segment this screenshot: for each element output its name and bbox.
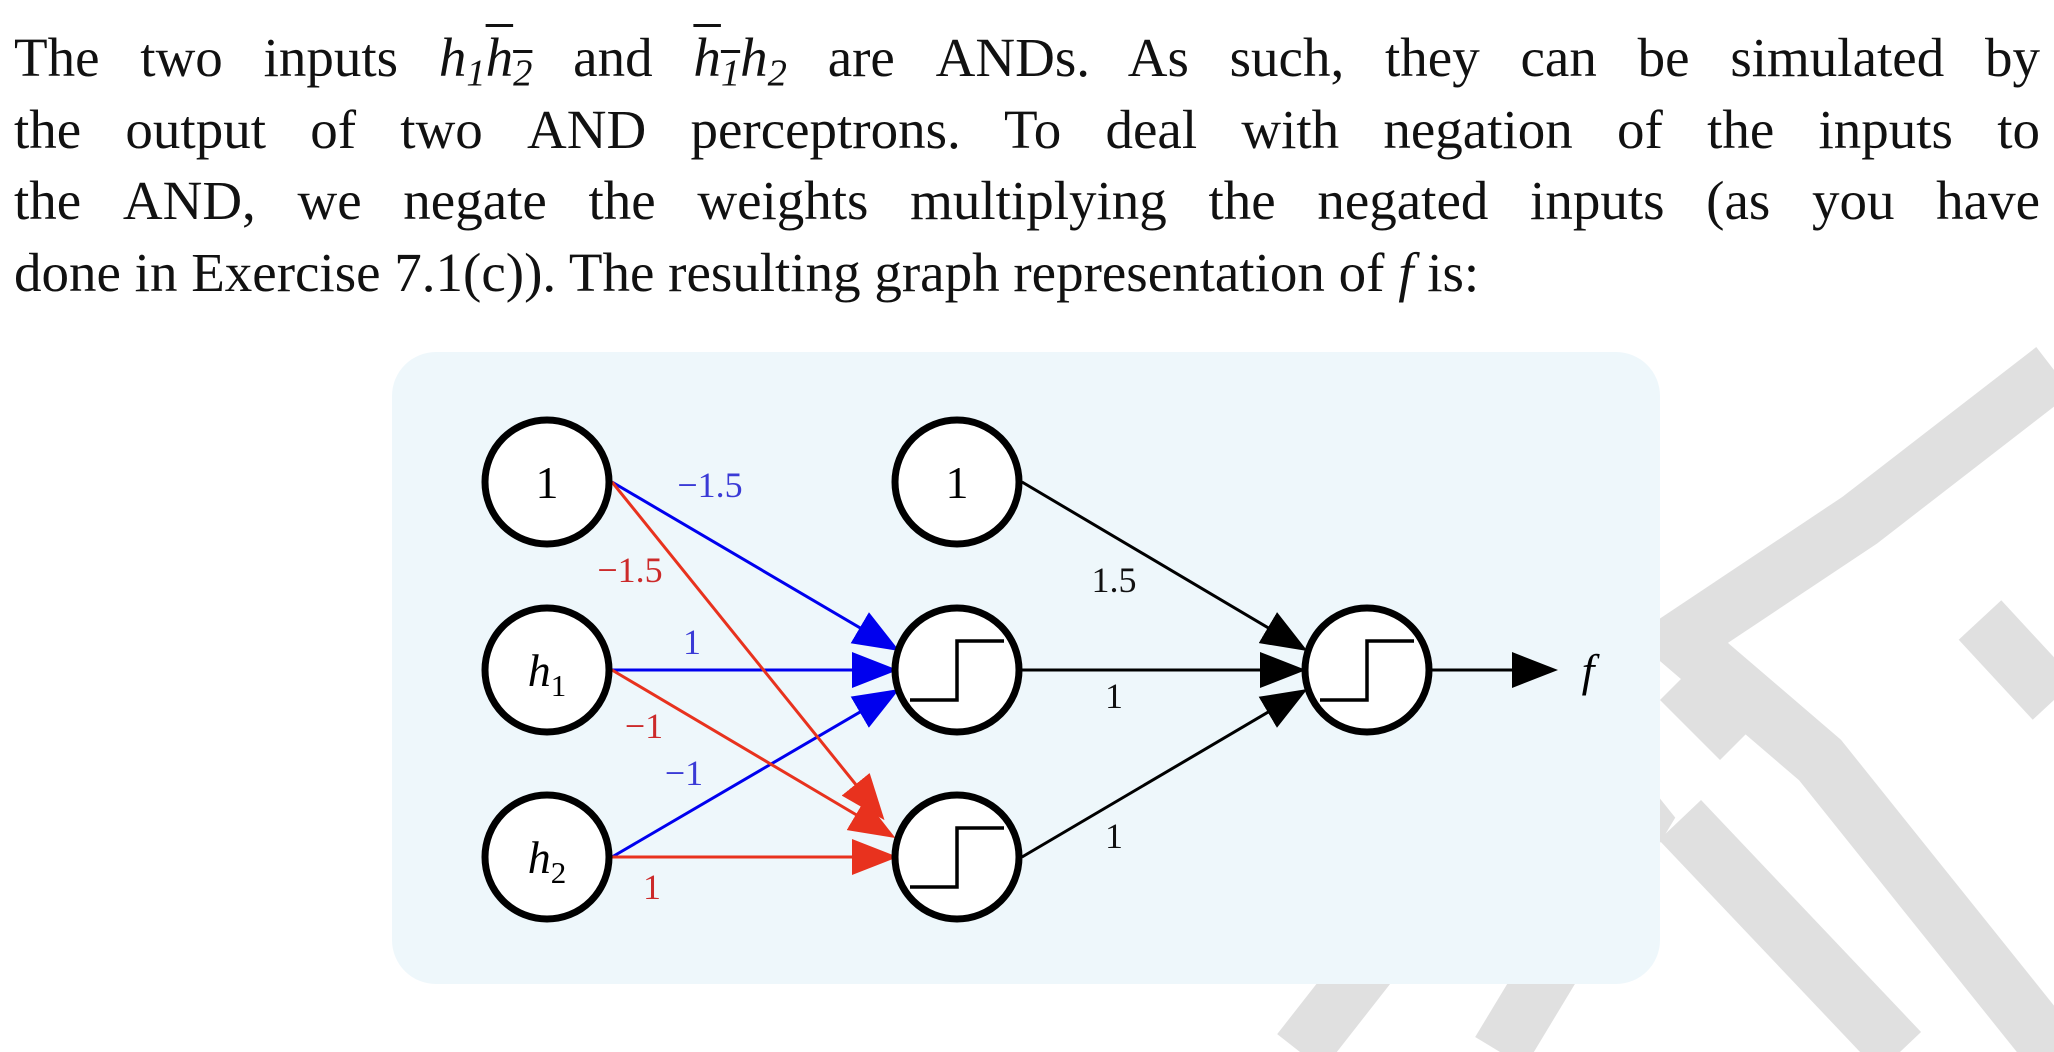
input-node-h2: h2 bbox=[481, 791, 613, 923]
step-function-icon bbox=[910, 826, 1004, 889]
input-node-h1: h1 bbox=[481, 604, 613, 736]
node-subscript: 2 bbox=[551, 855, 567, 890]
weight-label-blue-h1: 1 bbox=[683, 622, 701, 662]
hidden-node-bias: 1 bbox=[891, 416, 1023, 548]
text-run: the bbox=[14, 170, 123, 231]
and-keyword: AND bbox=[935, 27, 1055, 88]
input-node-h1-label: h1 bbox=[528, 645, 567, 703]
edge-h2-to-hidden1 bbox=[611, 688, 900, 859]
math-subscript: 2 bbox=[513, 52, 533, 95]
and-keyword: AND bbox=[527, 98, 647, 160]
math-h1-not-h2: h1h2 bbox=[438, 27, 533, 93]
math-not-h1-h2: h1h2 bbox=[693, 27, 787, 93]
hidden-node-bias-label: 1 bbox=[946, 457, 969, 508]
weight-label-output-hidden1: 1 bbox=[1105, 676, 1123, 716]
math-subscript: 2 bbox=[767, 52, 787, 95]
text-run: s. As such, they can be simulated by bbox=[1054, 27, 2040, 88]
hidden-node-and-2 bbox=[891, 791, 1023, 923]
input-node-bias: 1 bbox=[481, 416, 613, 548]
weight-label-red-h1: −1 bbox=[625, 706, 663, 746]
edge-bias-to-hidden2 bbox=[610, 481, 885, 821]
text-run: , we negate the weights multiplying the … bbox=[242, 170, 2040, 231]
math-f: f bbox=[1398, 241, 1414, 303]
edge-hidden2-to-output bbox=[1021, 688, 1308, 859]
math-var: h bbox=[438, 27, 467, 88]
weight-label-output-bias: 1.5 bbox=[1092, 560, 1137, 600]
weight-label-red-bias: −1.5 bbox=[597, 550, 662, 590]
node-subscript: 1 bbox=[551, 668, 567, 703]
text-run: perceptrons. To deal with negation of th… bbox=[646, 98, 2040, 160]
weight-label-output-hidden2: 1 bbox=[1105, 816, 1123, 856]
input-node-h2-label: h2 bbox=[528, 832, 567, 890]
output-node bbox=[1301, 604, 1433, 736]
node-var: h bbox=[528, 645, 551, 696]
text-run: the output of two bbox=[14, 98, 528, 160]
hidden-node-and-1 bbox=[891, 604, 1023, 736]
and-keyword: AND bbox=[122, 170, 243, 231]
overlined-term: h2 bbox=[485, 27, 533, 93]
paragraph-line-3: the AND, we negate the weights multiplyi… bbox=[14, 165, 2040, 237]
paragraph-line-1: The two inputs h1h2 and h1h2 are ANDs. A… bbox=[14, 22, 2040, 94]
math-var: h bbox=[693, 27, 721, 88]
edge-h1-to-hidden2 bbox=[611, 668, 896, 839]
weight-label-red-h2: 1 bbox=[643, 867, 661, 907]
node-var: h bbox=[528, 832, 551, 883]
math-subscript: 1 bbox=[720, 52, 741, 95]
edge-hidden-bias-to-output bbox=[1021, 480, 1308, 652]
edge-bias-to-hidden1 bbox=[611, 480, 900, 652]
step-function-icon bbox=[910, 639, 1004, 702]
text-run: is: bbox=[1413, 241, 1480, 303]
perceptron-figure: 1 h1 h2 1 f −1.5 1 − bbox=[392, 352, 1660, 984]
text-run: The two inputs bbox=[14, 27, 439, 88]
paragraph-line-2: the output of two AND perceptrons. To de… bbox=[14, 94, 2040, 166]
math-subscript: 1 bbox=[466, 52, 486, 95]
weight-label-blue-h2: −1 bbox=[665, 753, 703, 793]
text-run: are bbox=[786, 27, 936, 88]
step-function-icon bbox=[1320, 639, 1414, 702]
overlined-term: h1 bbox=[693, 27, 740, 93]
paragraph-line-4: done in Exercise 7.1(c)). The resulting … bbox=[14, 237, 2040, 309]
perceptron-network-diagram: 1 h1 h2 1 f −1.5 1 − bbox=[481, 416, 1601, 923]
weight-label-blue-bias: −1.5 bbox=[677, 465, 742, 505]
text-run: and bbox=[532, 27, 694, 88]
input-node-bias-label: 1 bbox=[536, 457, 559, 508]
math-var: h bbox=[740, 27, 768, 88]
body-paragraph: The two inputs h1h2 and h1h2 are ANDs. A… bbox=[14, 22, 2040, 308]
output-f-label: f bbox=[1582, 645, 1601, 696]
text-run: done in Exercise 7.1(c)). The resulting … bbox=[14, 241, 1399, 303]
math-var: h bbox=[485, 27, 514, 88]
